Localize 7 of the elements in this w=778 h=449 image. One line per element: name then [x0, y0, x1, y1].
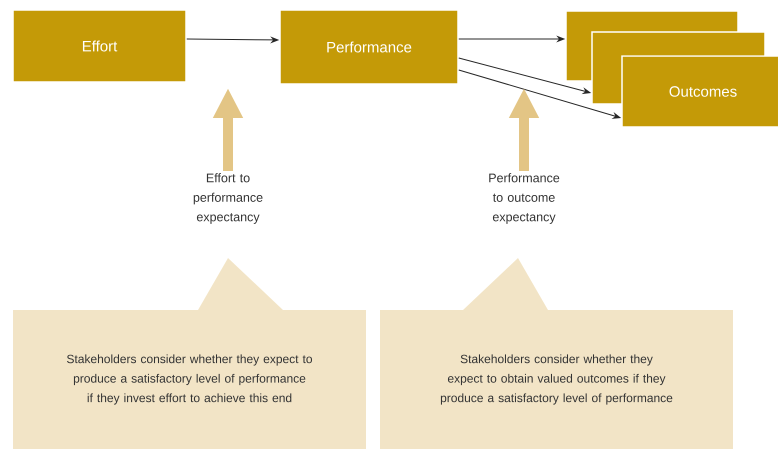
expectancy-label: Effort to performance expectancy: [194, 173, 263, 224]
speech-bubble: Stakeholders consider whether they expect to obtain valued outcomes if they produce a satisfactory level of performance: [380, 258, 733, 449]
process-box: Effort: [12, 9, 187, 83]
outcome-box: Outcomes: [621, 55, 778, 128]
speech-bubble: Stakeholders consider whether they expect to produce a satisfactory level of performance if they invest effort to achieve this end: [13, 258, 366, 449]
expectancy-label: Performance to outcome expectancy: [489, 173, 560, 224]
process-box: Performance: [279, 9, 459, 85]
